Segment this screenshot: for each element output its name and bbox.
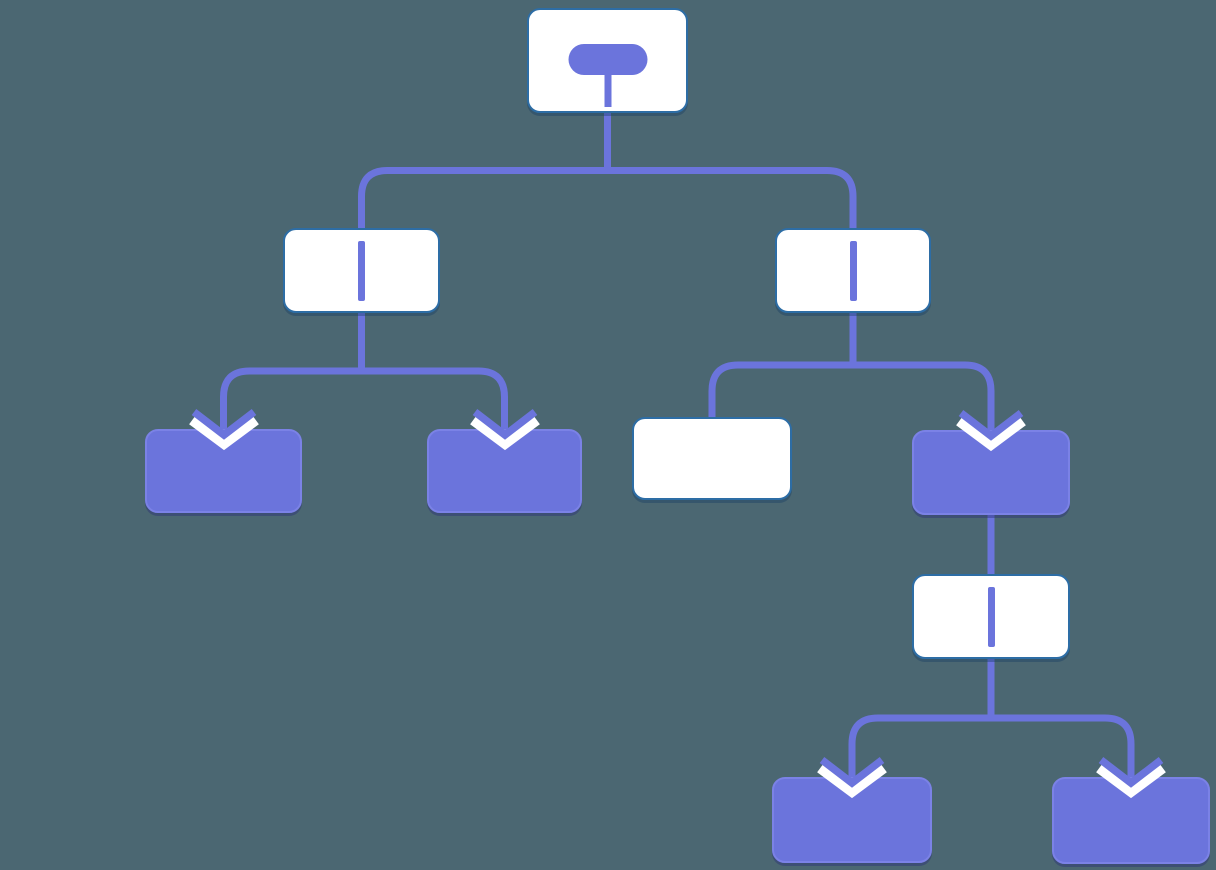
node-leaf-3[interactable] <box>772 757 932 863</box>
node-leaf-4[interactable] <box>1052 757 1210 864</box>
node-root[interactable] <box>527 8 688 113</box>
node-empty-node[interactable] <box>632 417 792 500</box>
collapse-chevron-icon <box>817 757 887 799</box>
pass-through-line-icon <box>987 587 995 647</box>
node-collapsed-mid[interactable] <box>912 410 1070 515</box>
node-branch-left[interactable] <box>283 228 440 313</box>
pass-through-line-icon <box>358 241 365 301</box>
collapse-chevron-icon <box>956 410 1026 452</box>
node-branch-right[interactable] <box>775 228 931 313</box>
pass-through-line-icon <box>849 241 857 301</box>
node-leaf-2[interactable] <box>427 409 582 513</box>
root-pill-stem <box>604 74 611 107</box>
collapse-chevron-icon <box>188 409 259 451</box>
collapse-chevron-icon <box>469 409 540 451</box>
root-pill-icon <box>568 44 647 75</box>
node-branch-bottom[interactable] <box>912 574 1070 659</box>
node-leaf-1[interactable] <box>145 409 302 513</box>
collapse-chevron-icon <box>1096 757 1166 799</box>
